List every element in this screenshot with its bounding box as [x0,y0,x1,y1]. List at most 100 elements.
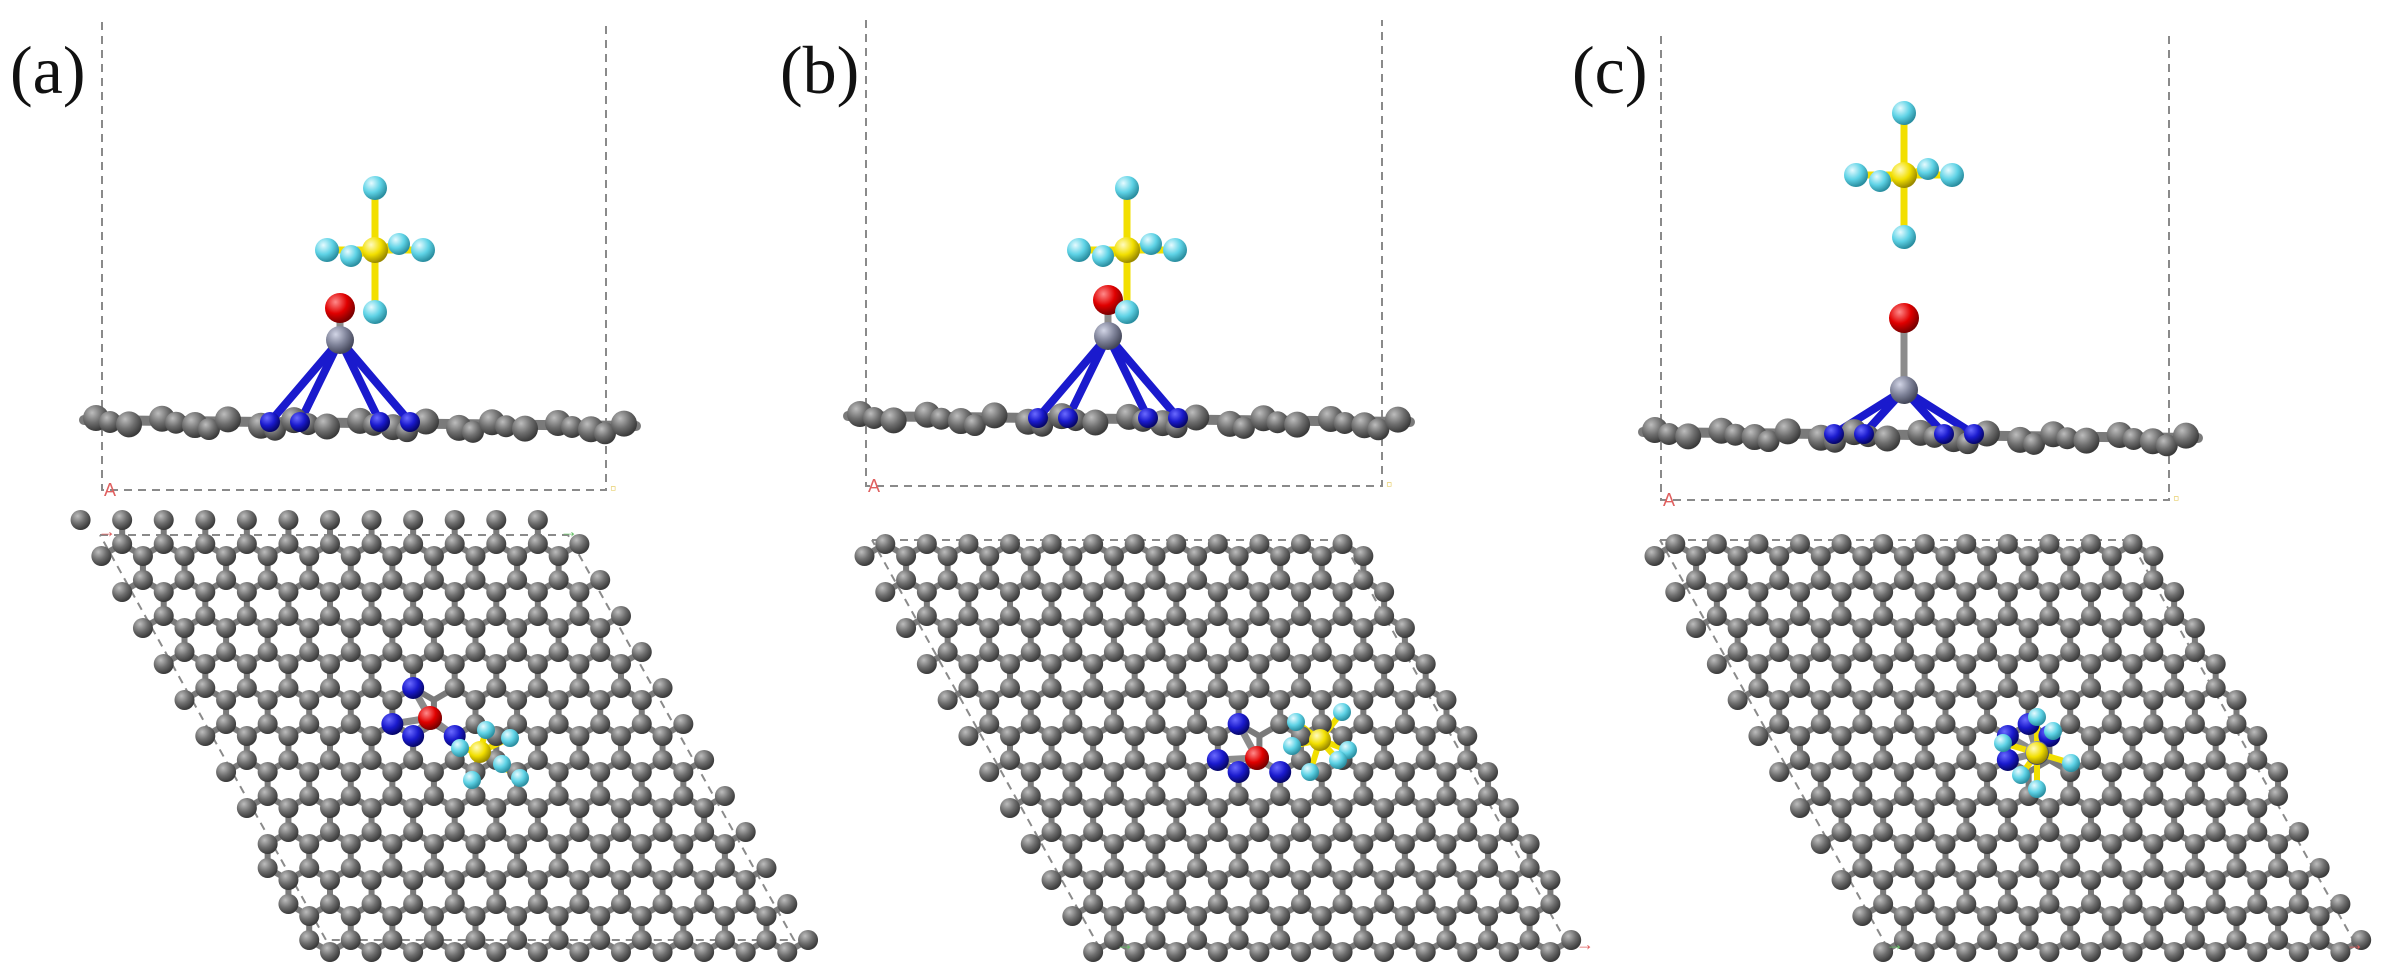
carbon-atom [1103,642,1124,662]
carbon-atom [2268,762,2289,782]
carbon-atom [1249,942,1270,962]
carbon-atom [2080,726,2101,746]
carbon-atom [673,786,694,806]
axis-mark-b: ▫ [1386,474,1392,494]
carbon-atom [1935,834,1956,854]
carbon-atom [2155,434,2178,457]
nitrogen-atom [1206,749,1229,771]
carbon-atom [979,570,1000,590]
carbon-atom [1914,582,1935,602]
carbon-atom [1000,726,1020,746]
carbon-atom [1956,822,1977,842]
side-view-cell-box [101,22,607,491]
carbon-atom [1020,690,1041,710]
carbon-atom [963,414,986,437]
carbon-atom [1083,870,1104,890]
carbon-atom [361,606,382,626]
carbon-atom [1790,534,1810,554]
carbon-atom [2268,930,2289,950]
carbon-atom [1082,409,1109,436]
fluorine-atom [1892,225,1916,249]
nitrogen-atom [1168,408,1188,428]
carbon-atom [299,834,320,854]
carbon-atom [361,822,382,842]
carbon-atom [216,570,237,590]
carbon-atom [1436,690,1457,710]
carbon-atom [486,942,507,962]
carbon-atom [91,546,112,566]
fluorine-atom [1844,163,1868,187]
carbon-atom [1790,726,1810,746]
carbon-atom [2039,606,2060,626]
carbon-atom [507,546,528,566]
carbon-atom [1997,678,2018,698]
carbon-atom [2247,942,2268,962]
carbon-atom [2018,546,2039,566]
carbon-atom [1332,606,1353,626]
carbon-atom [1540,870,1561,890]
fluorine-atom [1994,734,2012,752]
carbon-atom [1873,534,1894,554]
carbon-atom [1724,423,1747,446]
carbon-atom [278,654,299,674]
carbon-atom [423,930,444,950]
carbon-atom [1374,822,1395,842]
nitrogen-atom [1964,424,1984,444]
carbon-atom [1519,930,1540,950]
carbon-atom [257,570,278,590]
carbon-atom [1249,822,1270,842]
carbon-atom [979,690,1000,710]
carbon-atom [652,678,673,698]
carbon-atom [1270,618,1291,638]
carbon-atom [1041,798,1062,818]
carbon-atom [2309,930,2330,950]
carbon-atom [1353,714,1374,734]
carbon-atom [2184,930,2205,950]
carbon-atom [1415,822,1436,842]
carbon-atom [382,618,403,638]
carbon-atom [1000,750,1020,770]
carbon-atom [1810,642,1831,662]
carbon-atom [132,618,153,638]
carbon-atom [278,534,299,554]
carbon-atom [1000,798,1020,818]
carbon-atom [1935,930,1956,950]
carbon-atom [2184,786,2205,806]
carbon-atom [465,546,486,566]
carbon-atom [1270,642,1291,662]
fluorine-atom [388,233,410,255]
carbon-atom [382,570,403,590]
carbon-atom [1769,714,1790,734]
carbon-atom [2164,894,2185,914]
carbon-atom [1757,430,1780,453]
carbon-atom [507,786,528,806]
carbon-atom [1083,606,1104,626]
carbon-atom [2122,798,2143,818]
carbon-atom [1956,606,1977,626]
fluorine-atom [1940,163,1964,187]
carbon-atom [1290,654,1311,674]
carbon-atom [1914,822,1935,842]
carbon-atom [1062,834,1083,854]
axis-mark-b: ▫ [2173,488,2179,508]
carbon-atom [1394,930,1415,950]
carbon-atom [1519,858,1540,878]
carbon-atom [1810,786,1831,806]
carbon-atom [1436,714,1457,734]
carbon-atom [465,618,486,638]
panel-label-c: (c) [1572,32,1648,108]
carbon-atom [2060,570,2081,590]
carbon-atom [236,582,257,602]
carbon-atom [569,606,590,626]
carbon-atom [1873,606,1894,626]
carbon-atom [2205,750,2226,770]
carbon-atom [2288,870,2309,890]
carbon-atom [1041,822,1062,842]
carbon-atom [278,822,299,842]
carbon-atom [1873,582,1894,602]
carbon-atom [2122,654,2143,674]
carbon-atom [1145,618,1166,638]
carbon-atom [1852,570,1873,590]
carbon-atom [1394,786,1415,806]
